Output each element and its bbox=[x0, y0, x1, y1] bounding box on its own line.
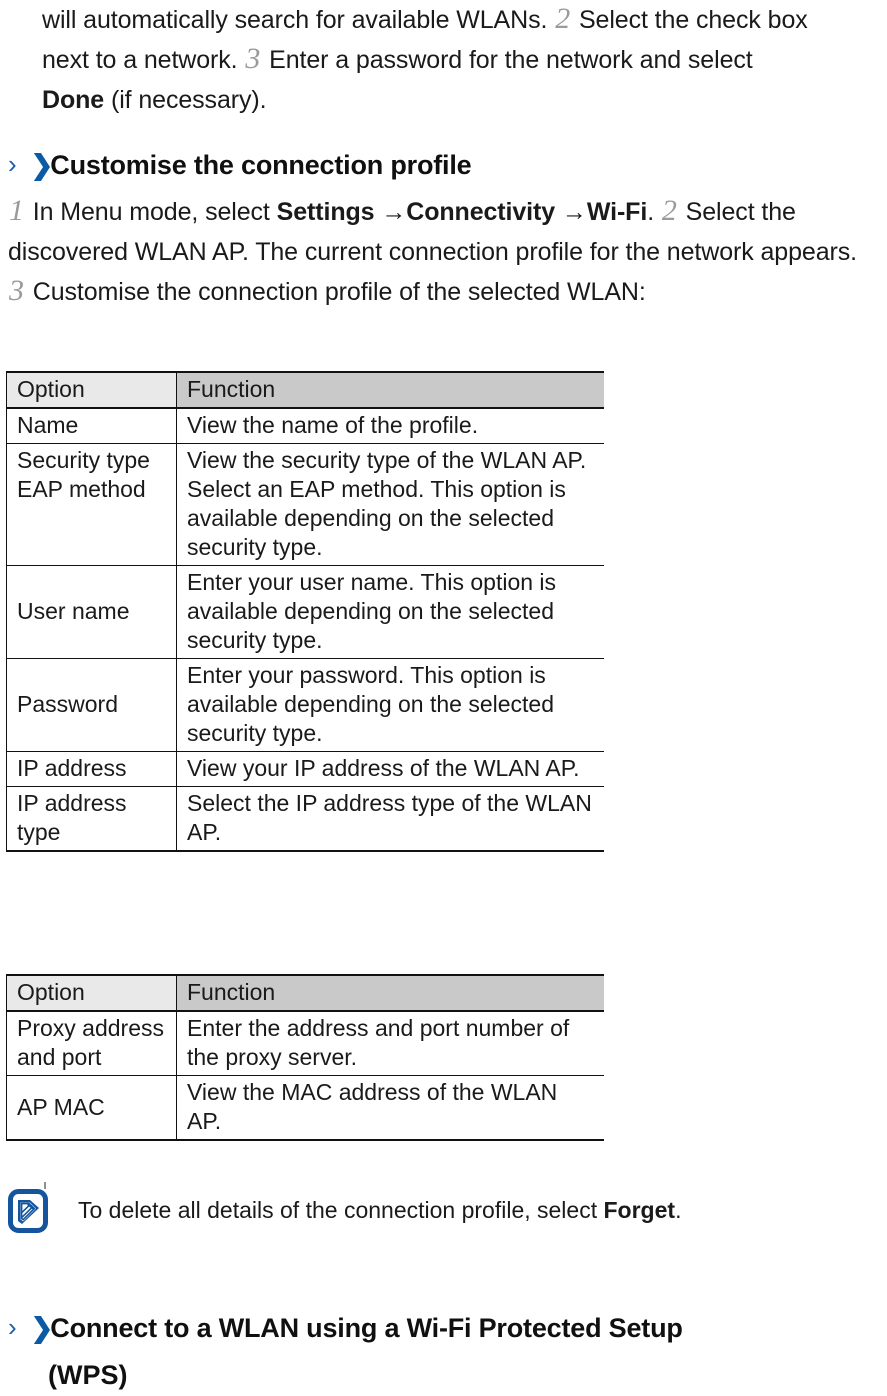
menu-wifi-label: Wi-Fi bbox=[586, 198, 648, 226]
cell-option: Proxy address and port bbox=[6, 1011, 177, 1076]
step-number-3b: 3 bbox=[9, 274, 24, 307]
step-number-1: 1 bbox=[9, 194, 24, 227]
cell-function: Enter your password. This option is avai… bbox=[176, 658, 604, 752]
heading-customise-connection-profile: › ❯Customise the connection profile bbox=[8, 146, 878, 188]
note-text-before: To delete all details of the connection … bbox=[78, 1197, 604, 1223]
done-bold-label: Done bbox=[42, 86, 105, 114]
table-connection-profile-options: Option Function Name View the name of th… bbox=[6, 371, 604, 852]
menu-connectivity-label: Connectivity bbox=[406, 198, 556, 226]
steps-text-4: Customise the connection profile of the … bbox=[25, 278, 646, 306]
cell-function: View the name of the profile. bbox=[176, 408, 604, 444]
note-tick-mark bbox=[44, 1182, 46, 1189]
heading-wps-title-line1: Connect to a WLAN using a Wi-Fi Protecte… bbox=[50, 1313, 683, 1343]
column-header-function: Function bbox=[176, 974, 604, 1012]
intro-text-1: will automatically search for available … bbox=[42, 6, 548, 34]
table-row: Name View the name of the profile. bbox=[6, 408, 604, 444]
column-header-function: Function bbox=[176, 371, 604, 409]
note-text-after: . bbox=[675, 1197, 682, 1223]
steps-text-2: . bbox=[647, 198, 661, 226]
intro-line-1: will automatically search for available … bbox=[42, 0, 887, 40]
heading-connect-wlan-wps: › ❯Connect to a WLAN using a Wi-Fi Protec… bbox=[8, 1306, 878, 1396]
intro-text-2: Select the check box bbox=[578, 6, 808, 34]
table-row: IP address View your IP address of the W… bbox=[6, 751, 604, 787]
intro-paragraph: will automatically search for available … bbox=[42, 0, 887, 120]
table-row: AP MAC View the MAC address of the WLAN … bbox=[6, 1075, 604, 1141]
chevron-right-bold-icon: ❯ bbox=[30, 150, 54, 180]
note-callout: To delete all details of the connection … bbox=[8, 1186, 878, 1234]
intro-line-2: next to a network. 3 Enter a password fo… bbox=[42, 40, 887, 80]
chevron-right-thin-icon: › bbox=[8, 1312, 17, 1342]
arrow-right-icon-1: → bbox=[381, 198, 407, 226]
table-row: IP address type Select the IP address ty… bbox=[6, 786, 604, 852]
arrow-right-icon-2: → bbox=[561, 198, 587, 226]
table-row: User name Enter your user name. This opt… bbox=[6, 565, 604, 659]
chevron-right-bold-icon: ❯ bbox=[30, 1313, 54, 1343]
cell-option: User name bbox=[6, 565, 177, 659]
column-header-option: Option bbox=[6, 974, 177, 1012]
step-number-2b: 2 bbox=[661, 194, 677, 227]
table-row: Security type EAP method View the securi… bbox=[6, 443, 604, 566]
note-text: To delete all details of the connection … bbox=[78, 1195, 681, 1225]
table-row: Proxy address and port Enter the address… bbox=[6, 1011, 604, 1076]
table-header-row: Option Function bbox=[6, 371, 604, 409]
cell-function: View the MAC address of the WLAN AP. bbox=[176, 1075, 604, 1141]
cell-function: View your IP address of the WLAN AP. bbox=[176, 751, 604, 787]
steps-customise-paragraph: 1 In Menu mode, select Settings →Connect… bbox=[8, 192, 878, 312]
cell-option: IP address type bbox=[6, 786, 177, 852]
note-pencil-icon bbox=[8, 1188, 48, 1234]
steps-text-1: In Menu mode, select bbox=[32, 198, 277, 226]
heading-wps-title-line2: (WPS) bbox=[48, 1360, 128, 1390]
cell-function: View the security type of the WLAN AP. S… bbox=[176, 443, 604, 566]
step-number-3: 3 bbox=[245, 42, 261, 75]
table-header-row: Option Function bbox=[6, 974, 604, 1012]
cell-option: AP MAC bbox=[6, 1075, 177, 1141]
table-row: Password Enter your password. This optio… bbox=[6, 658, 604, 752]
cell-function: Select the IP address type of the WLAN A… bbox=[176, 786, 604, 852]
intro-line-3: Done (if necessary). bbox=[42, 80, 887, 120]
step-number-2: 2 bbox=[555, 2, 571, 35]
intro-text-3: next to a network. bbox=[42, 46, 238, 74]
forget-bold-label: Forget bbox=[603, 1197, 676, 1223]
intro-text-5: (if necessary). bbox=[110, 86, 267, 114]
table-proxy-options: Option Function Proxy address and port E… bbox=[6, 974, 604, 1141]
cell-option: Name bbox=[6, 408, 177, 444]
column-header-option: Option bbox=[6, 371, 177, 409]
cell-option: IP address bbox=[6, 751, 177, 787]
chevron-right-thin-icon: › bbox=[8, 149, 17, 179]
cell-function: Enter the address and port number of the… bbox=[176, 1011, 604, 1076]
cell-option: Security type EAP method bbox=[6, 443, 177, 566]
menu-settings-label: Settings bbox=[276, 198, 375, 226]
heading-customise-title: Customise the connection profile bbox=[50, 150, 472, 180]
cell-function: Enter your user name. This option is ava… bbox=[176, 565, 604, 659]
intro-text-4: Enter a password for the network and sel… bbox=[269, 46, 753, 74]
cell-option: Password bbox=[6, 658, 177, 752]
steps-text-3: Select the discovered WLAN AP. The curre… bbox=[8, 198, 857, 266]
